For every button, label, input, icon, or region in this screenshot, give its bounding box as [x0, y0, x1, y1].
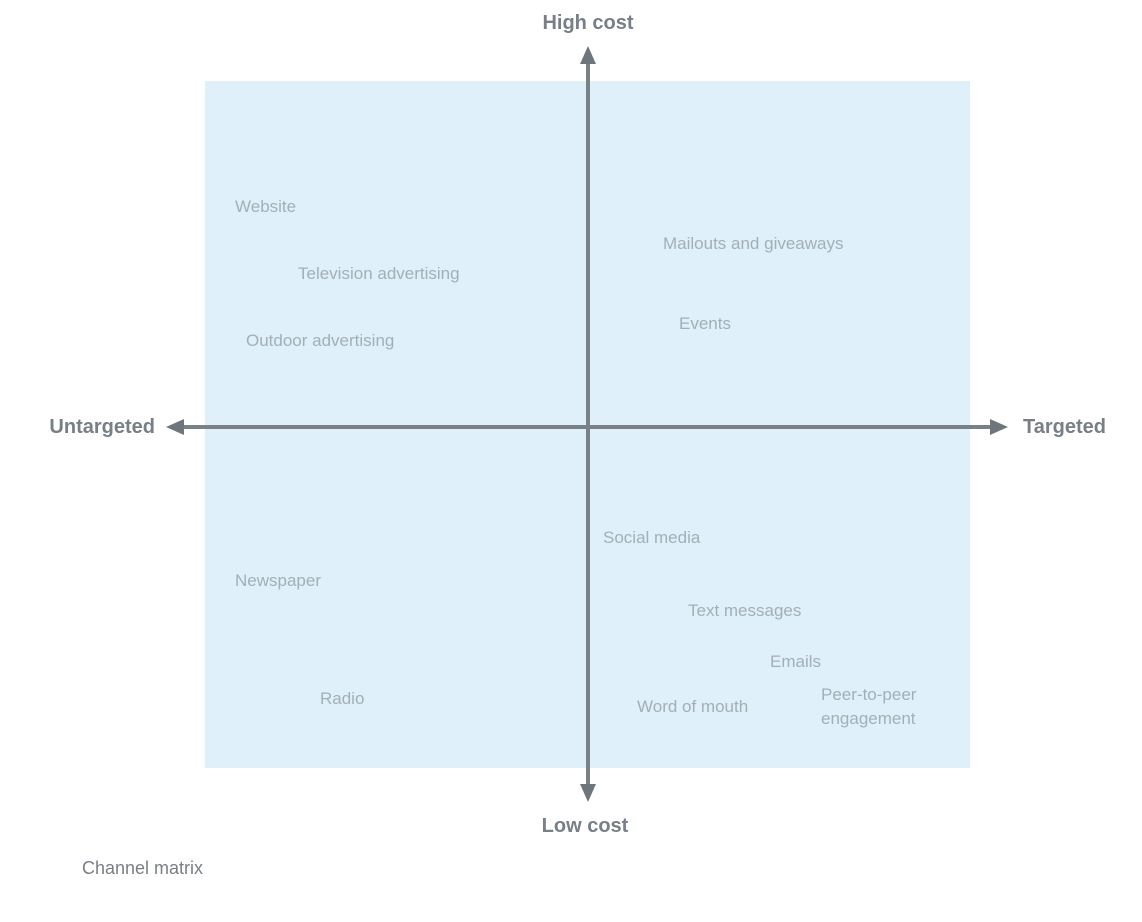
channel-label-text-messages: Text messages	[688, 601, 802, 620]
channel-label-events: Events	[679, 314, 731, 333]
axis-label-high-cost: High cost	[542, 12, 634, 34]
channel-label-newspaper: Newspaper	[235, 571, 321, 590]
arrowhead-up-icon	[580, 46, 596, 64]
arrowhead-left-icon	[166, 419, 184, 435]
channel-label-outdoor-advertising: Outdoor advertising	[246, 331, 395, 350]
channel-label-word-of-mouth: Word of mouth	[637, 697, 749, 716]
diagram-caption: Channel matrix	[82, 858, 204, 878]
axis-label-low-cost: Low cost	[541, 815, 629, 837]
axis-label-targeted: Targeted	[1023, 416, 1106, 438]
channel-label-social-media: Social media	[603, 528, 701, 547]
channel-label-mailouts-and-giveaways: Mailouts and giveaways	[663, 234, 844, 253]
channel-label-website: Website	[235, 197, 297, 216]
channel-label-radio: Radio	[320, 689, 365, 708]
channel-label-emails: Emails	[770, 652, 822, 671]
axis-label-untargeted: Untargeted	[49, 416, 155, 438]
channel-label-television-advertising: Television advertising	[298, 264, 460, 283]
arrowhead-right-icon	[990, 419, 1008, 435]
arrowhead-down-icon	[580, 784, 596, 802]
channel-label-peer-to-peer-engagement: Peer-to-peer engagement	[821, 685, 917, 728]
